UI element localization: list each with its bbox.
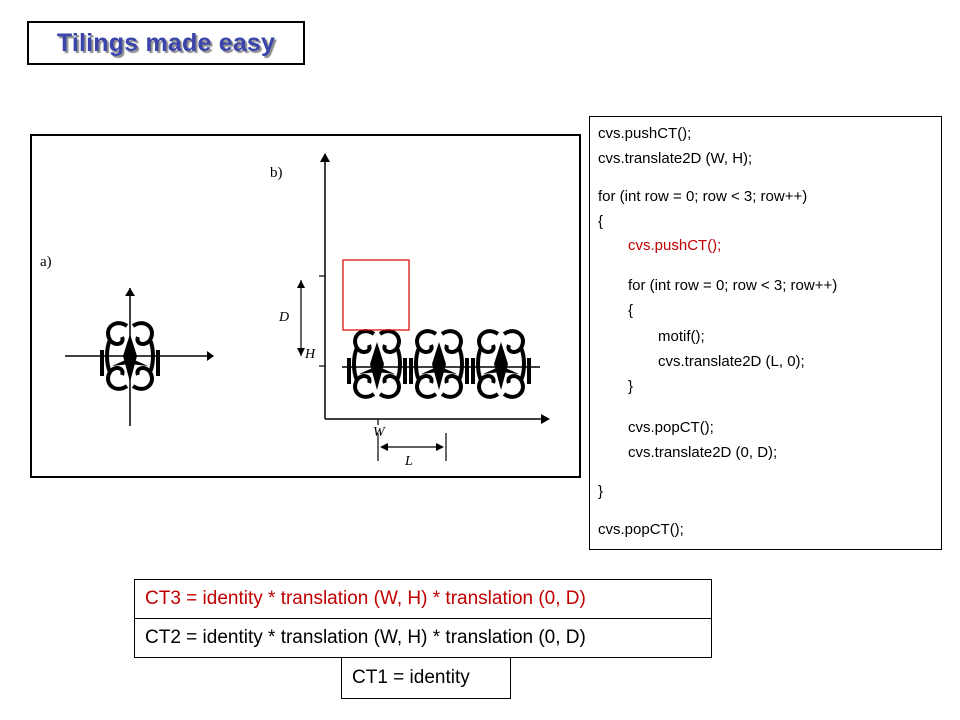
code-line: cvs.translate2D (0, D);	[628, 444, 778, 461]
label-d: D	[278, 310, 289, 325]
code-line: cvs.translate2D (W, H);	[598, 150, 753, 167]
label-a: a)	[40, 254, 52, 270]
code-line: {	[628, 302, 634, 319]
code-line: cvs.popCT();	[628, 419, 714, 436]
code-line: cvs.pushCT();	[598, 125, 692, 142]
ct3-box: CT3 = identity * translation (W, H) * tr…	[134, 579, 712, 619]
code-line: }	[628, 378, 634, 395]
tiling-figure: a) b) D H W L	[30, 134, 581, 478]
title-box: Tilings made easy	[27, 21, 305, 65]
code-line: {	[598, 213, 604, 230]
ct1-box: CT1 = identity	[341, 657, 511, 699]
ct2-box: CT2 = identity * translation (W, H) * tr…	[134, 618, 712, 658]
arrow-a-y	[125, 288, 135, 296]
code-line-highlight: cvs.pushCT();	[628, 237, 722, 254]
tiling-diagram: a) b) D H W L	[40, 153, 550, 469]
motif-tile-3	[469, 329, 533, 399]
arrow-b-x	[541, 414, 550, 424]
motif-tile-2	[407, 329, 471, 399]
code-line: }	[598, 483, 604, 500]
code-listing: cvs.pushCT(); cvs.translate2D (W, H); fo…	[589, 116, 942, 550]
label-w: W	[373, 425, 386, 440]
label-b: b)	[270, 165, 283, 181]
code-line: cvs.popCT();	[598, 521, 684, 538]
motif-tile-1	[345, 329, 409, 399]
slide-title: Tilings made easy	[56, 28, 276, 57]
arrow-a-x	[207, 351, 214, 361]
code-line: for (int row = 0; row < 3; row++)	[598, 188, 808, 205]
highlight-cell	[342, 259, 410, 331]
code-line: motif();	[658, 328, 705, 345]
arrow-b-y	[320, 153, 330, 162]
code-line: for (int row = 0; row < 3; row++)	[628, 277, 838, 294]
label-l: L	[404, 454, 413, 469]
label-h: H	[304, 347, 316, 362]
code-line: cvs.translate2D (L, 0);	[658, 353, 805, 370]
